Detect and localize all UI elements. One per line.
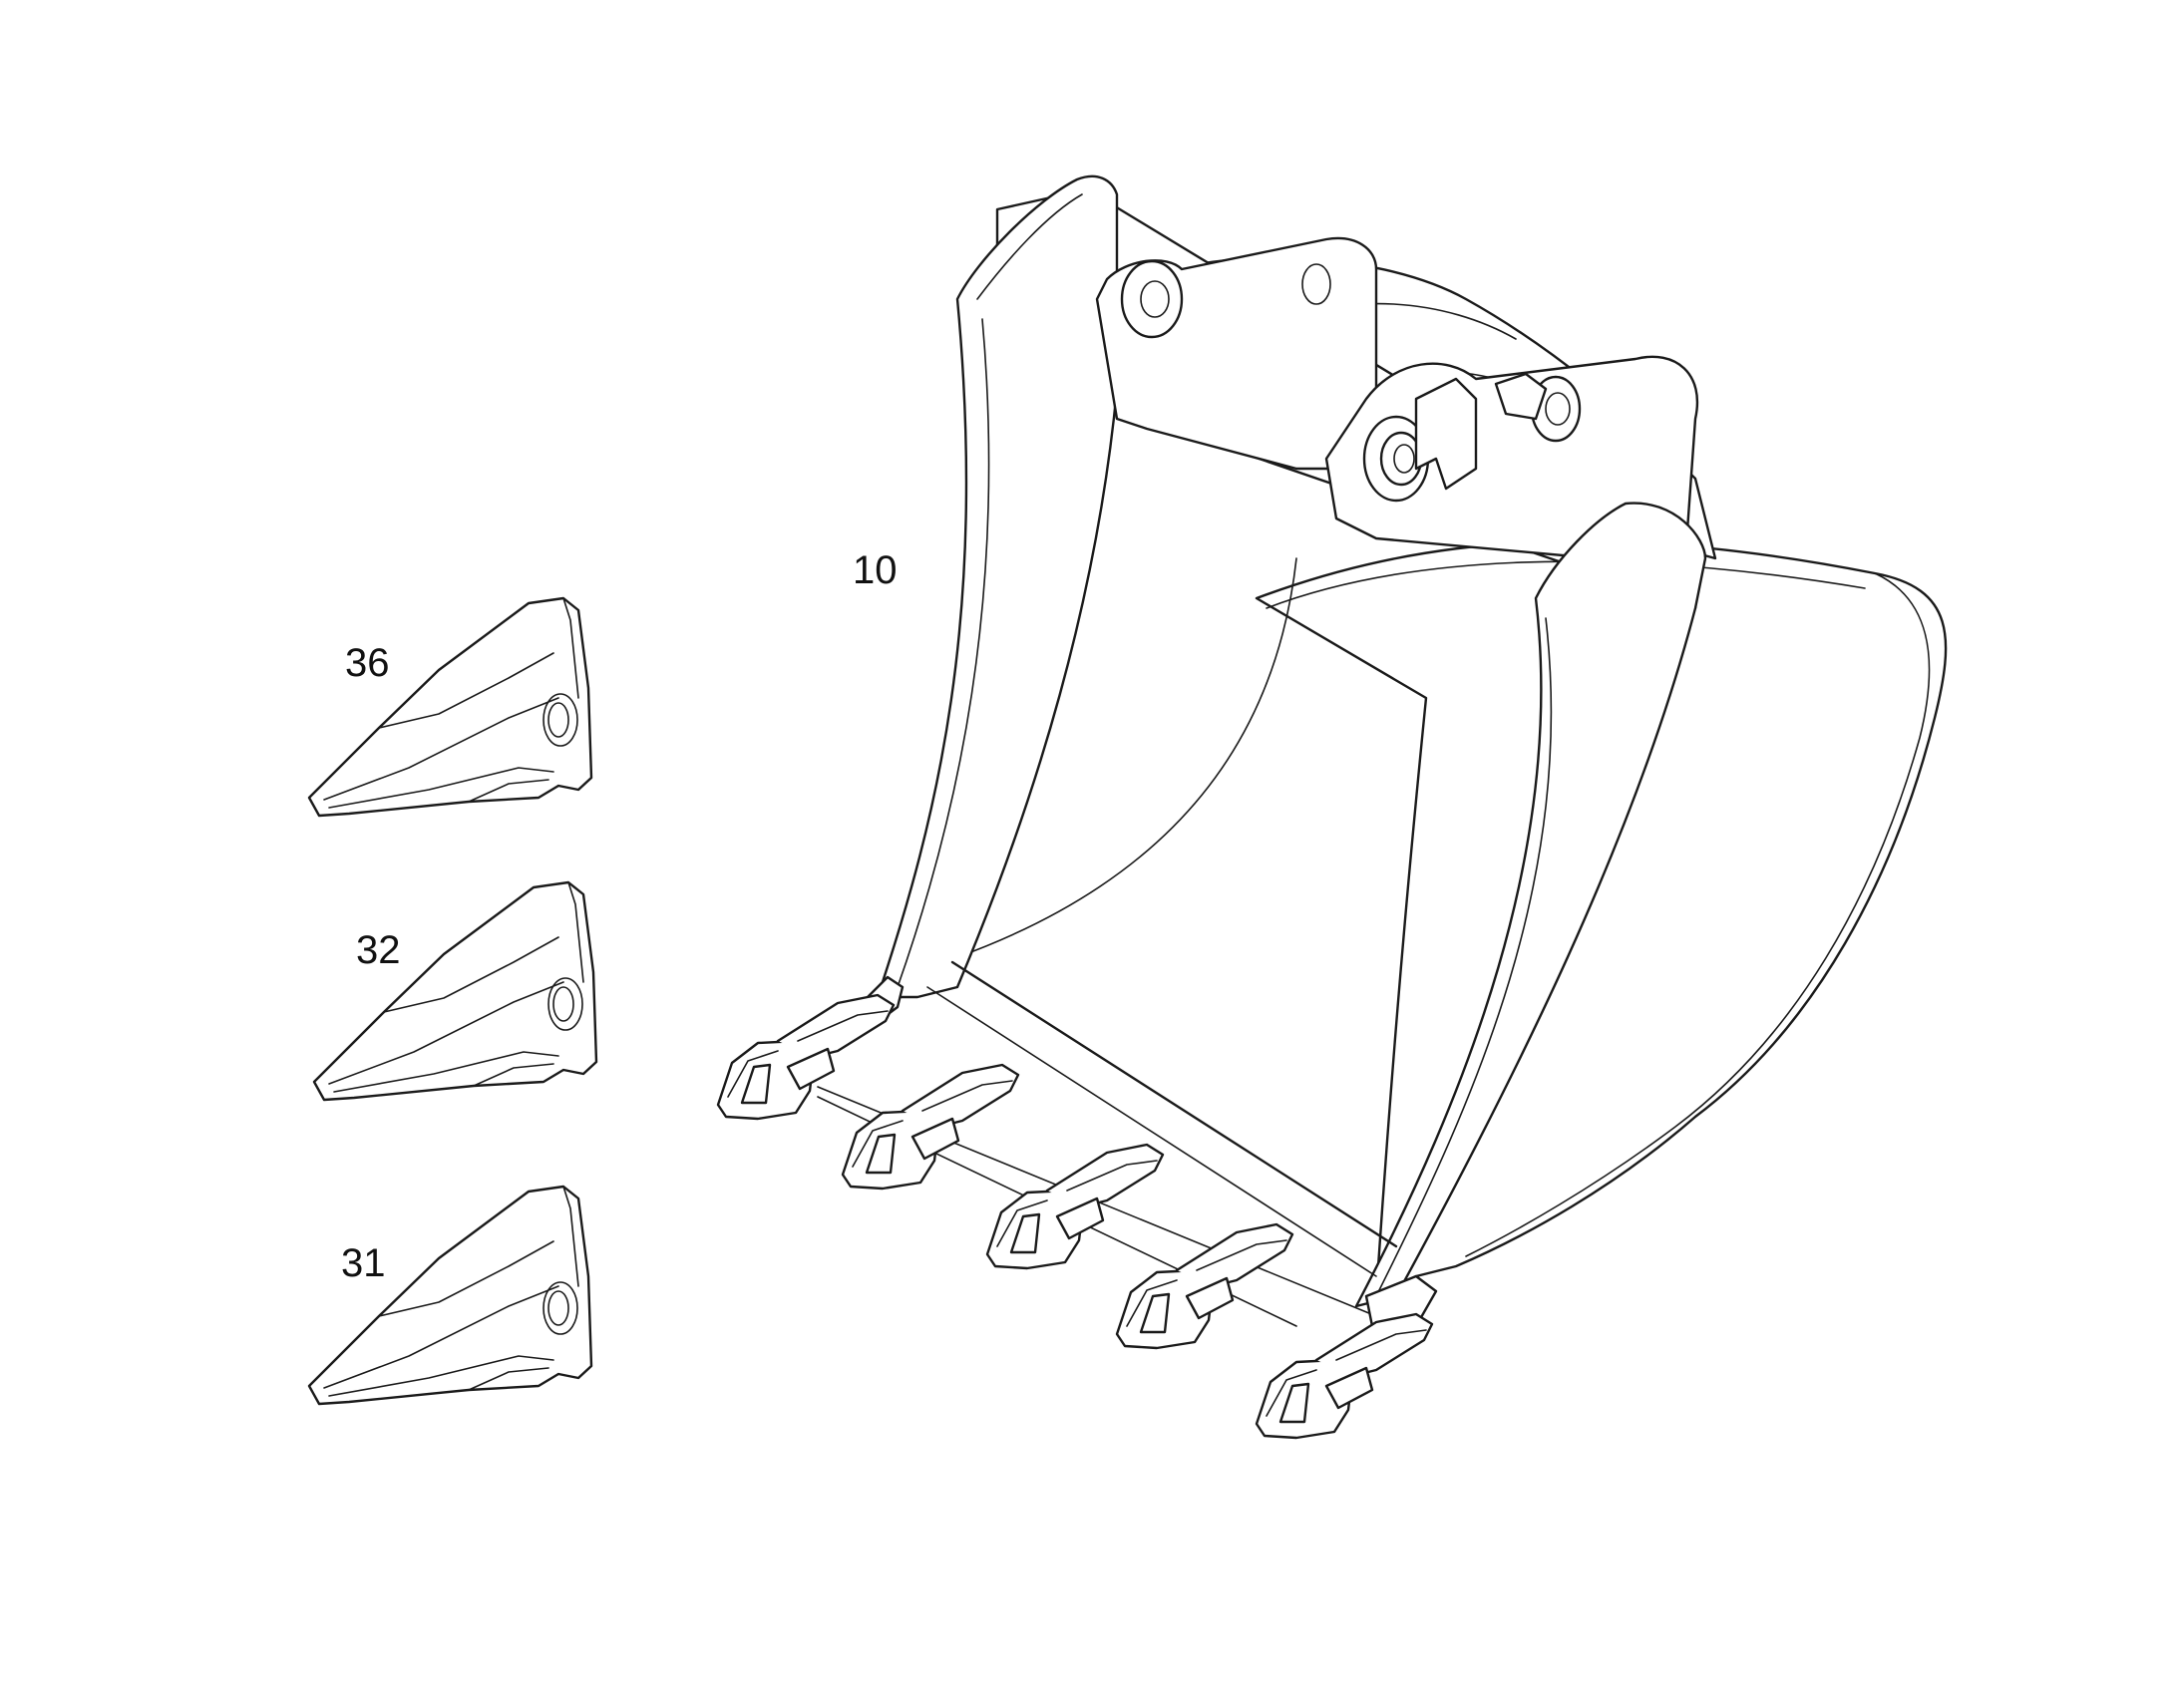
callout-tooth-32: 32: [356, 928, 401, 972]
callout-tooth-31: 31: [341, 1241, 386, 1285]
bucket-drawing: [716, 174, 1948, 1440]
callout-bucket: 10: [853, 548, 898, 592]
callout-tooth-36: 36: [345, 641, 390, 685]
tooth-drawing-32: [312, 880, 598, 1102]
tooth-drawing-31: [307, 1185, 593, 1406]
tooth-drawing-36: [307, 596, 593, 818]
